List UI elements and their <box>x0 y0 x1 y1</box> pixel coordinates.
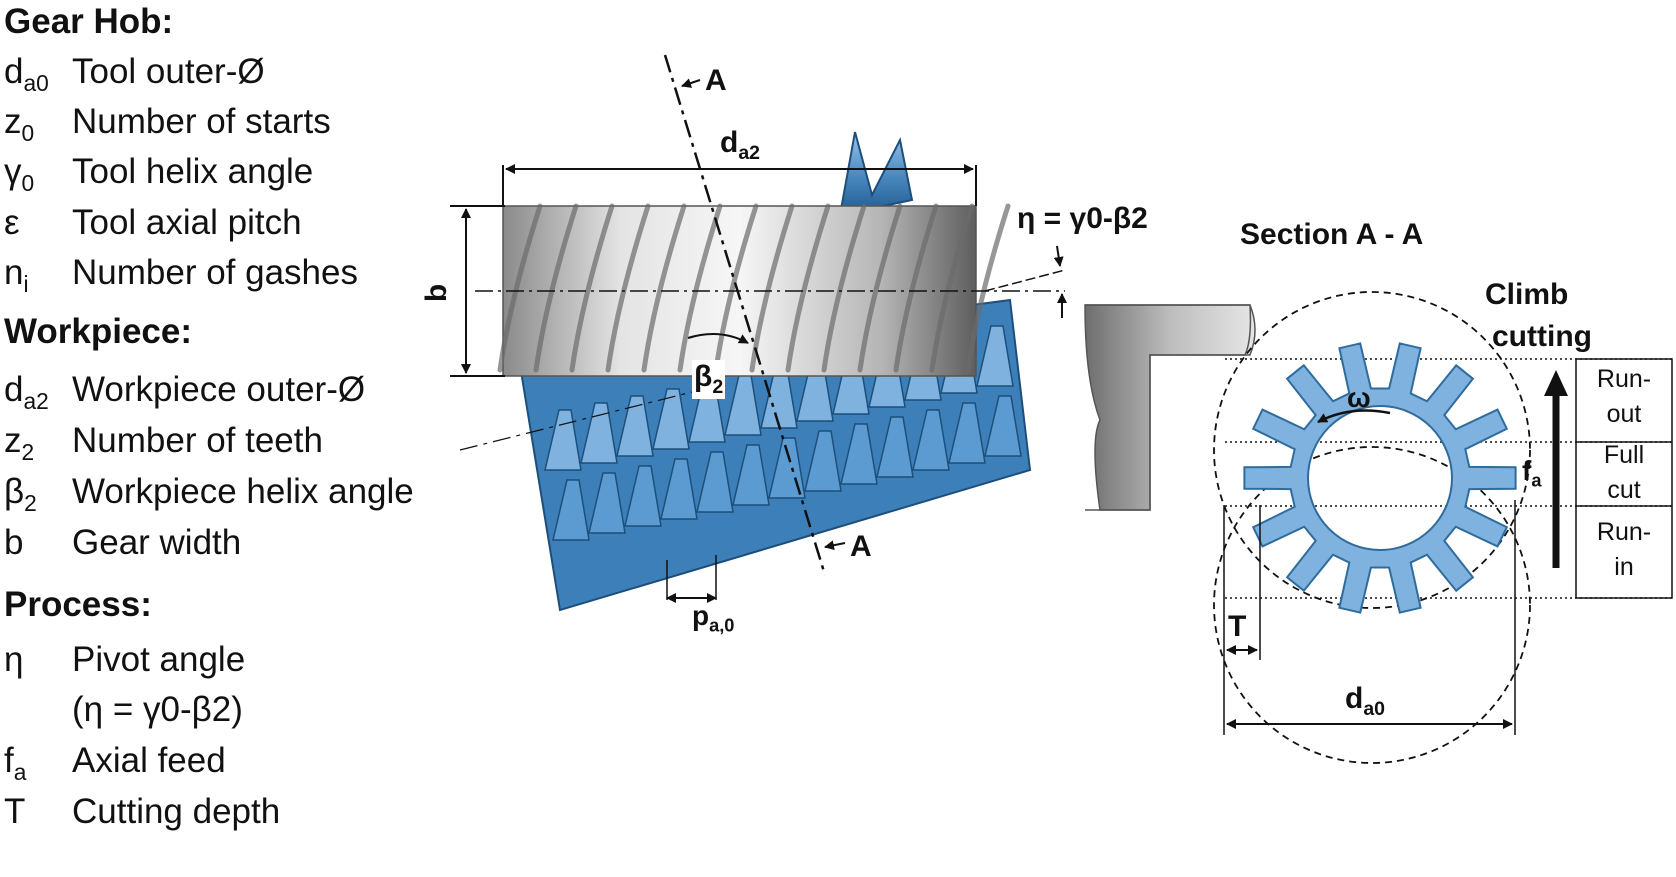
workpiece-heading: Workpiece: <box>4 312 193 351</box>
hob-flute <box>821 203 867 373</box>
da0-label: da0 <box>1345 682 1386 720</box>
gear-tooth <box>552 479 590 541</box>
beta2-label: β2 <box>692 360 726 399</box>
hob-flute <box>569 203 615 373</box>
workpiece-symbol-1: da2 <box>4 370 49 414</box>
hob-flute <box>497 203 543 373</box>
workpiece-desc-2: Number of teeth <box>72 421 323 460</box>
hob-flute <box>713 203 759 373</box>
section-gear <box>1243 342 1517 614</box>
gear-tooth <box>948 402 986 464</box>
gear-tooth <box>624 465 662 527</box>
section-marker-a-top: A <box>705 64 727 97</box>
process-desc-1-formula: (η = γ0-β2) <box>72 690 243 729</box>
gear-hob-desc-1: Tool outer-Ø <box>72 52 265 91</box>
climb-cutting-line-2: cutting <box>1492 320 1592 353</box>
gear-hob-symbol-4: ε <box>4 203 20 242</box>
dimension-lines <box>450 54 1067 603</box>
section-gear-profile <box>1243 342 1517 614</box>
hob-flute <box>605 203 651 373</box>
hob-flutes <box>497 203 1011 373</box>
gear-tooth <box>652 388 690 450</box>
hob-flute <box>893 203 939 373</box>
process-symbol-2: fa <box>4 741 27 785</box>
hob-flute <box>965 203 1011 373</box>
pa0-label: pa,0 <box>692 600 735 636</box>
gear-hob-symbol-5: ni <box>4 253 29 297</box>
gear-hob-desc-3: Tool helix angle <box>72 152 314 191</box>
gear-tooth <box>876 416 914 478</box>
gear-hob-symbol-3: γ0 <box>4 152 35 196</box>
gear-tooth <box>804 430 842 492</box>
hob-flute <box>857 203 903 373</box>
omega-label: ω <box>1347 382 1371 413</box>
hob-flute <box>749 203 795 373</box>
gear-hob-symbol-2: z0 <box>4 102 35 146</box>
workpiece-desc-4: Gear width <box>72 523 242 562</box>
gear-tooth <box>912 409 950 471</box>
gear-tooth <box>660 458 698 520</box>
workpiece-desc-1: Workpiece outer-Ø <box>72 370 366 409</box>
process-symbol-1: η <box>4 640 24 679</box>
legend-panel: Gear Hob: da0 Tool outer-Ø z0 Number of … <box>0 0 480 877</box>
phase-run-out: Run-out <box>1596 365 1652 428</box>
gear-tooth <box>984 395 1022 457</box>
gear-tooth <box>696 451 734 513</box>
gear-tooth <box>732 444 770 506</box>
cutting-depth-label: T <box>1228 610 1247 643</box>
gear-tooth <box>840 423 878 485</box>
pivot-angle-formula: η = γ0-β2 <box>1017 202 1148 235</box>
phase-run-in: Run-in <box>1596 518 1652 581</box>
gear-hob-desc-5: Number of gashes <box>72 253 358 292</box>
gear-width-label: b <box>420 283 454 303</box>
section-a-a <box>1084 291 1673 764</box>
gear-hob-desc-2: Number of starts <box>72 102 331 141</box>
section-marker-a-bottom: A <box>850 530 872 563</box>
gear-tooth <box>616 395 654 457</box>
climb-cutting-line-1: Climb <box>1485 278 1569 311</box>
gear-tooth <box>580 402 618 464</box>
workpiece-gear <box>518 131 1032 612</box>
workpiece-gear-teeth <box>544 325 1022 541</box>
section-title: Section A - A <box>1240 218 1424 251</box>
axial-feed-label: fa <box>1522 455 1542 491</box>
gear-tooth <box>588 472 626 534</box>
process-desc-2: Axial feed <box>72 741 226 780</box>
workpiece-symbol-3: β2 <box>4 472 37 516</box>
gear-hob-symbol-1: da0 <box>4 52 49 96</box>
hob-flute <box>785 203 831 373</box>
workpiece-symbol-4: b <box>4 523 24 562</box>
da2-label: da2 <box>720 126 761 164</box>
gear-hob-desc-4: Tool axial pitch <box>72 203 302 242</box>
gear-tooth <box>976 325 1014 387</box>
gear-tooth <box>544 409 582 471</box>
hob-flute <box>677 203 723 373</box>
process-heading: Process: <box>4 585 152 624</box>
process-desc-1: Pivot angle <box>72 640 246 679</box>
workpiece-desc-3: Workpiece helix angle <box>72 472 414 511</box>
workpiece-symbol-2: z2 <box>4 421 35 465</box>
process-symbol-3: T <box>4 792 26 831</box>
hob-flute <box>533 203 579 373</box>
hob-flute <box>929 203 975 373</box>
process-desc-3: Cutting depth <box>72 792 281 831</box>
hob-flute <box>641 203 687 373</box>
gear-hob-heading: Gear Hob: <box>4 2 174 41</box>
